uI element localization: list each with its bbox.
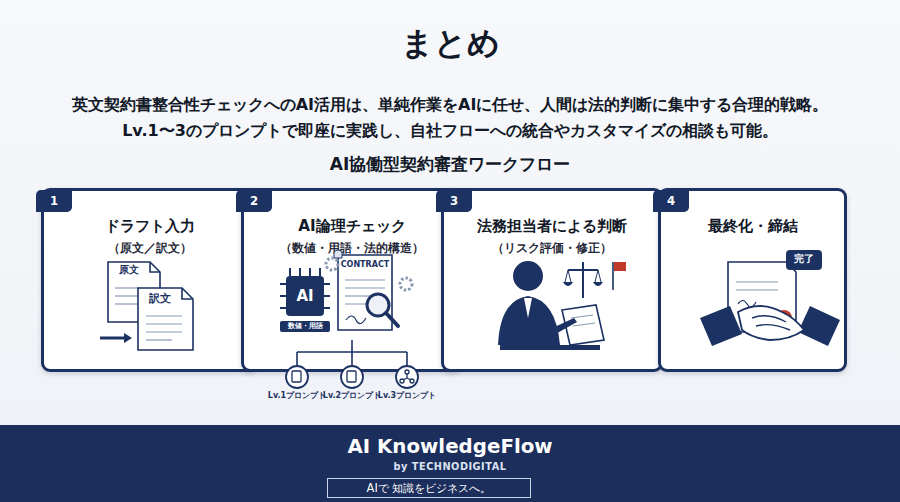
- node-heading: 法務担当者による判断: [444, 215, 660, 237]
- prompt-level-label: Lv.2プロンプト: [323, 391, 381, 401]
- prompt-level-label: Lv.3プロンプト: [378, 391, 436, 401]
- contract-label: CONTRACT: [341, 260, 390, 270]
- page-title: まとめ: [401, 22, 500, 66]
- step-number: 1: [36, 190, 72, 212]
- node-subtext: （リスク評価・修正）: [444, 239, 660, 258]
- process-box: ドラフト入力（原文／訳文）1: [41, 188, 258, 372]
- summary-text: Lv.1〜3のプロンプトで即座に実践し、自社フローへの統合やカスタマイズの相談も…: [122, 121, 778, 140]
- prompt-level-label: Lv.1プロンプト: [268, 391, 326, 401]
- process-box: 最終化・締結4: [658, 188, 847, 372]
- document-label: 原文: [119, 264, 139, 276]
- node-heading: 最終化・締結: [661, 215, 844, 237]
- chip-label: AI: [296, 287, 313, 305]
- node-heading: AI KnowledgeFlow: [0, 434, 900, 460]
- step-number-text: 3: [436, 190, 472, 212]
- node-heading: AI論理チェック: [244, 215, 460, 237]
- summary-text: 英文契約書整合性チェックへのAI活用は、単純作業をAIに任せ、人間は法的判断に集…: [72, 95, 829, 114]
- lawyer-icon: [498, 261, 626, 350]
- step-number: 2: [236, 190, 272, 212]
- badge-label: 完了: [794, 253, 814, 265]
- node-heading: ドラフト入力: [44, 215, 255, 237]
- process-box: AI論理チェック（数値・用語・法的構造）2: [241, 188, 463, 372]
- ai-check-icon: [280, 250, 418, 388]
- document-icon: [100, 262, 193, 350]
- node-subtext: （数値・用語・法的構造）: [244, 239, 460, 258]
- brand-band: AI KnowledgeFlowby TECHNODIGITAL AIで 知識をビ…: [0, 425, 900, 502]
- handshake-icon: [700, 250, 840, 346]
- step-number-text: 1: [36, 190, 72, 212]
- node-subtext: by TECHNODIGITAL: [0, 460, 900, 474]
- chip-caption: 数値・用語: [288, 322, 323, 330]
- step-number-text: 2: [236, 190, 272, 212]
- node-subtext: （原文／訳文）: [44, 239, 255, 258]
- tagline-box: AIで 知識をビジネスへ。: [327, 478, 531, 498]
- document-label: 訳文: [149, 292, 171, 305]
- process-box: 法務担当者による判断（リスク評価・修正）3: [441, 188, 663, 372]
- step-number: 4: [653, 190, 689, 212]
- section-heading: AI協働型契約審査ワークフロー: [330, 154, 570, 174]
- step-number-text: 4: [653, 190, 689, 212]
- node-heading: AIで 知識をビジネスへ。: [328, 479, 530, 497]
- step-number: 3: [436, 190, 472, 212]
